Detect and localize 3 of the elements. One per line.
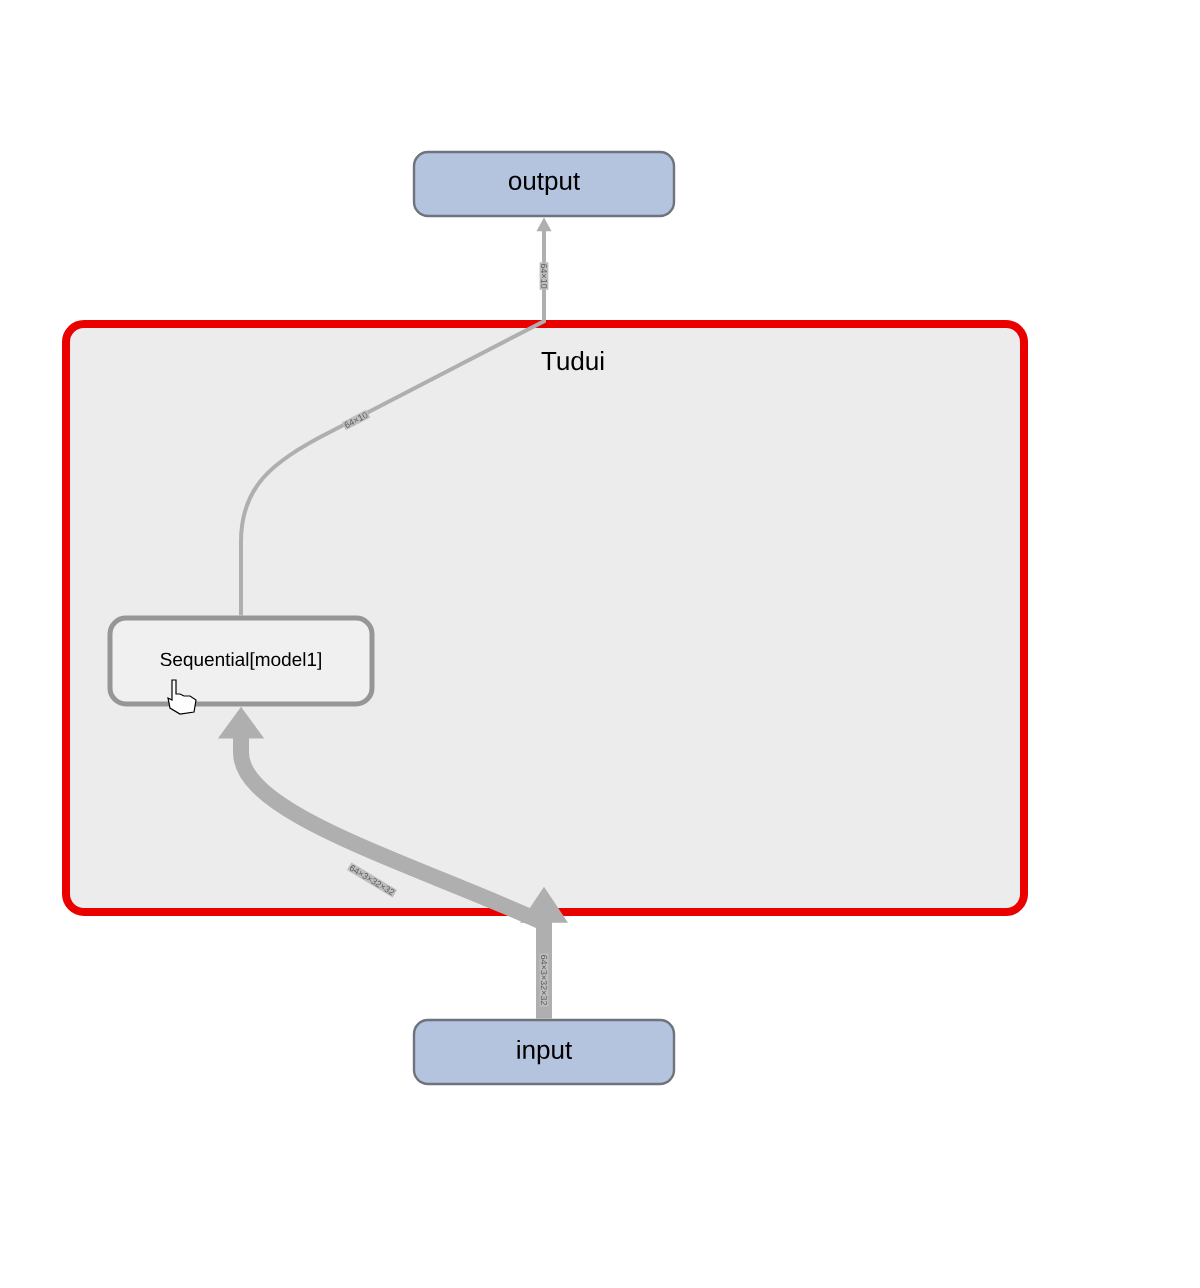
io-box: output — [412, 150, 676, 218]
io-box: input — [412, 1018, 676, 1086]
layer-box: Sequential[model1] — [107, 615, 375, 707]
